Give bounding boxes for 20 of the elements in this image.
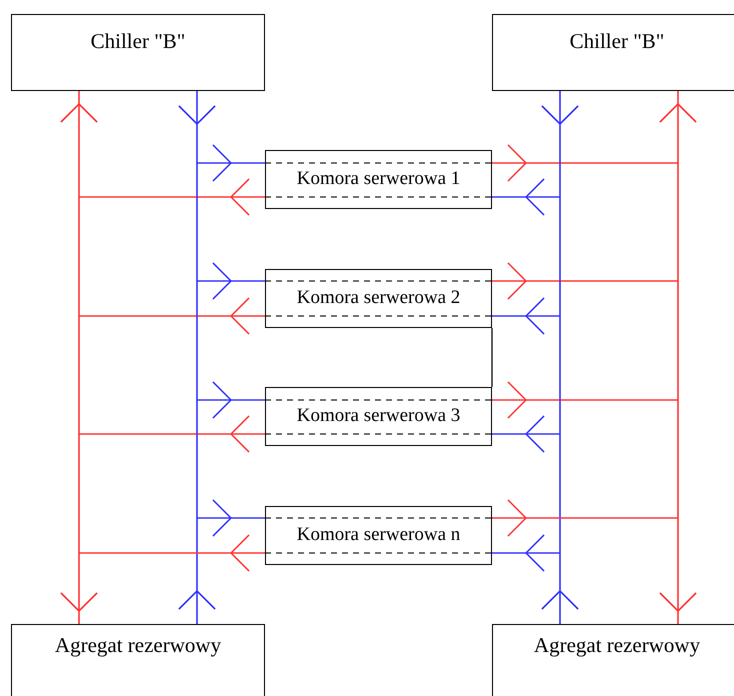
unit-box [492, 14, 734, 91]
chamber-label: Komora serwerowa 3 [296, 405, 460, 428]
chamber-box [265, 387, 492, 446]
chamber-box [265, 150, 492, 209]
chamber-label: Komora serwerowa n [296, 524, 460, 547]
unit-label: Agregat rezerwowy [532, 633, 702, 658]
unit-label: Agregat rezerwowy [54, 633, 222, 658]
unit-box [11, 624, 265, 696]
chamber-label: Komora serwerowa 2 [296, 287, 460, 310]
pipe-arrow [492, 534, 579, 624]
unit-label: Chiller "B" [90, 29, 186, 54]
pipe-arrow [60, 534, 265, 624]
pipe-arrow [492, 499, 697, 624]
unit-box [11, 14, 265, 91]
unit-label: Chiller "B" [568, 29, 666, 54]
pipe-arrow [178, 499, 265, 624]
chamber-label: Komora serwerowa 1 [296, 168, 460, 191]
chamber-box [265, 269, 492, 328]
chamber-box [265, 506, 492, 565]
unit-box [492, 624, 734, 696]
